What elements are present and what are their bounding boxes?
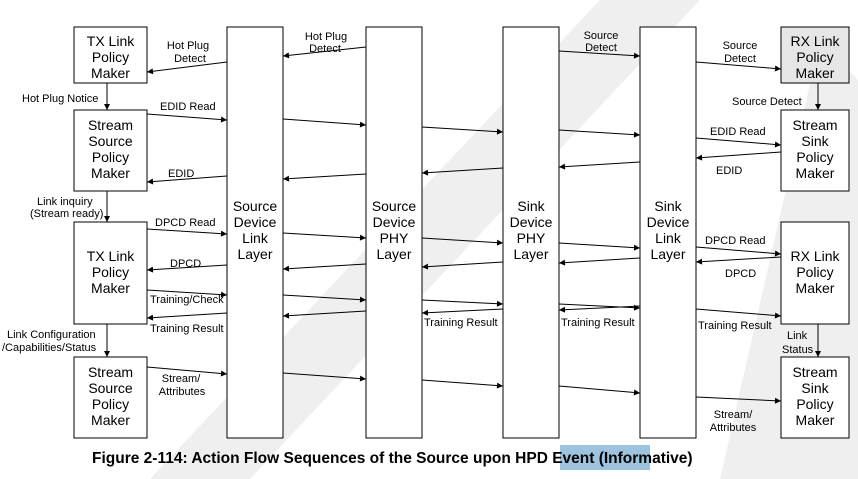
label-edid-right: EDID	[716, 165, 742, 177]
arrow-edid-read-left	[146, 113, 228, 123]
label-hot-plug-notice: Hot Plug Notice	[22, 93, 98, 105]
arrow-phy-back-3	[421, 308, 504, 316]
label-dpcd-read-left: DPCD Read	[155, 217, 216, 229]
arrow-dpcd-read-left	[146, 228, 228, 237]
label-link-configuration: Link Configuration/Capabilities/Status	[2, 329, 97, 354]
label-edid-left: EDID	[168, 168, 194, 180]
arrow-link-to-phy-4	[282, 372, 367, 382]
caption-after: (Informative)	[594, 450, 692, 467]
arrow-link-to-phy-1	[282, 118, 367, 128]
arrow-phy-to-link-3	[282, 310, 367, 319]
arrow-phy-back-2	[421, 261, 504, 270]
arrow-sink-phy-to-link-2	[558, 242, 641, 251]
label-dpcd-read-right: DPCD Read	[705, 235, 766, 247]
arrow-sink-link-to-phy-1	[558, 161, 641, 170]
arrow-training-check	[146, 289, 228, 298]
arrow-source-detect-2	[695, 61, 782, 72]
arrow-phy-to-phy-2	[421, 237, 504, 246]
label-link-inquiry: Link inquiry(Stream ready)	[30, 196, 103, 220]
arrow-edid-read-right	[695, 137, 782, 148]
arrow-training-result-left	[146, 312, 228, 321]
arrow-sink-link-to-phy-2	[558, 257, 641, 266]
arrow-sink-phy-to-link-3	[558, 303, 641, 311]
arrow-phy-back-1	[421, 167, 504, 176]
arrow-phy-to-phy-3	[421, 299, 504, 307]
caption-highlight	[560, 445, 650, 470]
arrow-dpcd-read-right	[695, 246, 782, 257]
label-training-result-3: Training Result	[561, 317, 635, 329]
label-stream-attributes-right: Stream/Attributes	[710, 409, 757, 434]
label-training-result-2: Training Result	[424, 317, 498, 329]
arrow-dpcd-left	[146, 264, 228, 273]
arrow-phy-to-link-2	[282, 263, 367, 272]
arrow-sink-phy-to-link-4	[558, 385, 641, 396]
arrow-hpd-phy-to-link	[282, 46, 367, 59]
arrow-phy-to-link-1	[282, 173, 367, 182]
arrow-edid-left	[146, 175, 228, 185]
arrow-stream-attr-right	[695, 396, 782, 404]
label-edid-read-left: EDID Read	[160, 101, 216, 113]
label-source-detect-3: Source Detect	[732, 96, 802, 108]
arrow-edid-right	[695, 151, 782, 161]
label-training-result-4: Training Result	[698, 320, 772, 332]
arrow-phy-to-phy-1	[421, 126, 504, 135]
label-training-result-1: Training Result	[150, 323, 224, 335]
caption-before: Figure 2-114: Action Flow Sequences of t…	[92, 450, 515, 467]
label-training-check: Training/Check	[150, 294, 224, 306]
arrow-dpcd-right	[695, 256, 782, 265]
label-dpcd-left: DPCD	[170, 258, 201, 270]
arrow-link-to-phy-3	[282, 294, 367, 303]
arrow-hpd-to-tx	[146, 61, 228, 75]
arrow-training-result-right	[695, 308, 782, 319]
label-dpcd-right: DPCD	[725, 268, 756, 280]
figure-caption: Figure 2-114: Action Flow Sequences of t…	[92, 450, 693, 467]
arrow-source-detect-1	[558, 50, 641, 59]
arrow-sink-link-to-phy-3	[558, 305, 641, 313]
label-stream-attributes-left: Stream/Attributes	[159, 373, 206, 398]
arrow-phy-to-phy-4	[421, 379, 504, 389]
arrow-stream-attr-left	[146, 366, 228, 377]
caption-highlight-text: HPD Event	[515, 450, 594, 467]
arrow-sink-phy-to-link-1	[558, 129, 641, 138]
arrow-link-to-phy-2	[282, 232, 367, 241]
label-edid-read-right: EDID Read	[710, 126, 766, 138]
